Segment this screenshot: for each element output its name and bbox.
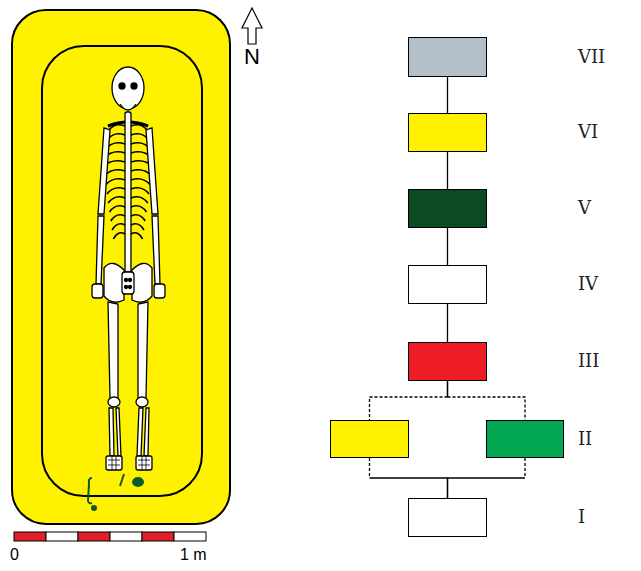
stratigraphic-link bbox=[447, 77, 448, 113]
layer-box: III bbox=[408, 342, 487, 381]
stratigraphic-link bbox=[447, 152, 448, 189]
phase-numeral: II bbox=[578, 430, 592, 448]
layer-box: VII bbox=[408, 37, 487, 77]
layer-box: IV bbox=[408, 265, 487, 304]
phase-numeral: VI bbox=[578, 123, 598, 141]
burial-cut bbox=[42, 46, 202, 496]
layer-box: V bbox=[408, 189, 487, 228]
layer-box: VI bbox=[408, 113, 487, 152]
phase-numeral: IV bbox=[578, 275, 598, 293]
north-arrow bbox=[242, 8, 262, 44]
stratigraphic-link bbox=[448, 381, 526, 420]
pit-outline bbox=[12, 10, 230, 524]
stratigraphic-link bbox=[447, 228, 448, 265]
stratigraphic-link bbox=[448, 458, 526, 498]
skeleton bbox=[92, 67, 165, 470]
scale-label: 0 bbox=[10, 547, 19, 563]
layer-box: I bbox=[408, 498, 487, 537]
grave-goods bbox=[88, 474, 143, 510]
scale-bar bbox=[14, 532, 206, 541]
phase-numeral: VII bbox=[578, 48, 605, 66]
stratigraphic-link bbox=[370, 458, 448, 498]
north-label: N bbox=[244, 46, 260, 68]
stratigraphic-link bbox=[447, 304, 448, 342]
phase-numeral: III bbox=[578, 352, 599, 370]
layer-box: II bbox=[486, 420, 564, 458]
scale-label: 1 m bbox=[180, 547, 207, 563]
stratigraphic-link bbox=[370, 381, 448, 420]
phase-numeral: I bbox=[578, 508, 585, 526]
layer-box bbox=[330, 420, 409, 458]
phase-numeral: V bbox=[578, 199, 591, 217]
